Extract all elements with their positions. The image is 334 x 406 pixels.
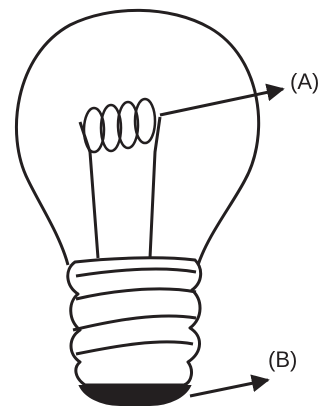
support-wire-left: [78, 121, 100, 259]
screw-base: [66, 256, 203, 387]
label-b: (B): [268, 347, 297, 372]
arrow-a: [159, 83, 285, 117]
support-wire-right: [148, 116, 162, 259]
bulb-glass: [15, 8, 261, 266]
arrow-b: [189, 374, 270, 398]
foot-contact: [78, 385, 192, 406]
label-a: (A): [290, 69, 319, 94]
filament-coil: [82, 97, 157, 154]
